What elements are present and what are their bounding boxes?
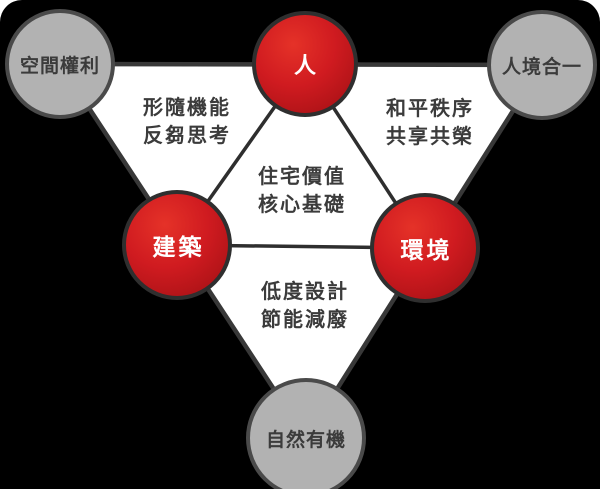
edge-label-bottom-line2: 節能減廢 xyxy=(261,309,349,331)
edge-label-center-line1: 住宅價值 xyxy=(258,166,346,188)
edge-label-left-line1: 形隨機能 xyxy=(143,97,231,119)
edge-label-right-line1: 和平秩序 xyxy=(386,98,474,120)
edge-label-person-architecture: 形隨機能 反芻思考 xyxy=(143,94,231,150)
edge-label-right-line2: 共享共榮 xyxy=(386,126,474,148)
node-architecture: 建築 xyxy=(122,190,232,300)
edge-label-architecture-environment: 低度設計 節能減廢 xyxy=(261,278,349,334)
node-natural-organic-label: 自然有機 xyxy=(265,429,346,451)
node-person: 人 xyxy=(252,11,358,117)
node-natural-organic: 自然有機 xyxy=(246,378,366,489)
node-space-rights: 空間權利 xyxy=(5,9,115,119)
node-human-env-unity: 人境合一 xyxy=(487,10,597,120)
edge-label-person-environment: 和平秩序 共享共榮 xyxy=(386,95,474,151)
node-person-label: 人 xyxy=(293,53,316,78)
node-human-env-unity-label: 人境合一 xyxy=(501,56,582,78)
edge-label-left-line2: 反芻思考 xyxy=(143,125,231,147)
node-architecture-label: 建築 xyxy=(152,234,205,260)
node-environment-label: 環境 xyxy=(400,237,453,263)
node-environment: 環境 xyxy=(370,193,480,303)
edge-label-bottom-line1: 低度設計 xyxy=(261,281,349,303)
edge-label-core-value: 住宅價值 核心基礎 xyxy=(258,163,346,219)
edge-label-center-line2: 核心基礎 xyxy=(258,194,346,216)
node-space-rights-label: 空間權利 xyxy=(19,55,100,77)
